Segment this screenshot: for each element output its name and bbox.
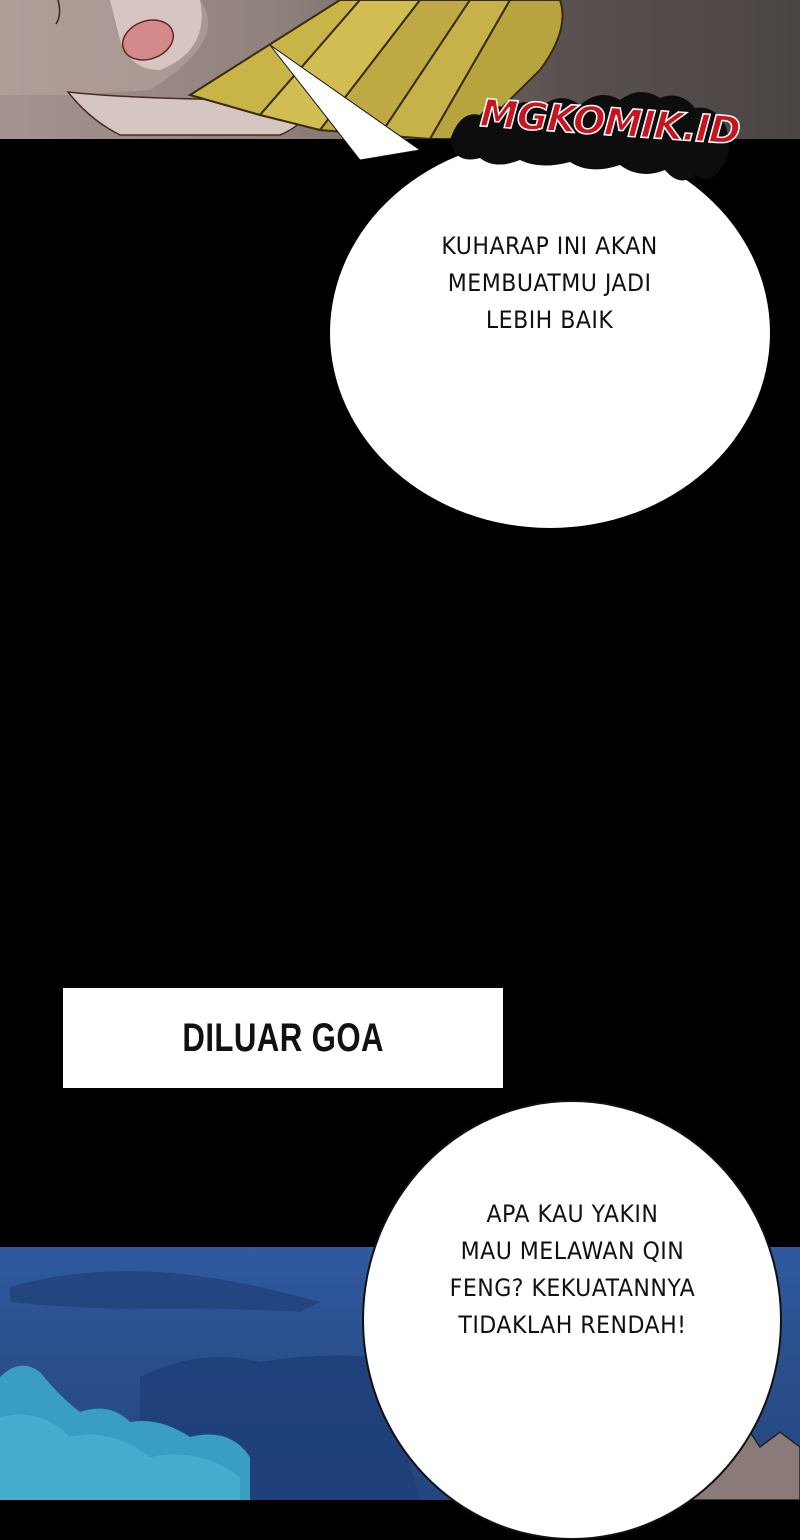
speech-bubble-text: KUHARAP INI AKAN MEMBUATMU JADI LEBIH BA… [441,231,659,334]
speech-bubble-tail [269,44,422,161]
character-closeup-art [0,0,564,139]
night-sky-clouds-art [0,1271,800,1500]
speech-bubble-text: APA KAU YAKIN MAU MELAWAN QIN FENG? KEKU… [449,1200,695,1339]
ink-splatter-icon [450,91,729,181]
caption-text: DILUAR GOA [182,1015,384,1060]
caption-box: DILUAR GOA [63,988,503,1088]
speech-bubble-1: KUHARAP INI AKAN MEMBUATMU JADI LEBIH BA… [330,138,770,528]
speech-bubble-2: APA KAU YAKIN MAU MELAWAN QIN FENG? KEKU… [362,1100,782,1540]
watermark: MGKOMIK.ID [440,70,742,190]
top-panel-illustration [0,0,800,139]
